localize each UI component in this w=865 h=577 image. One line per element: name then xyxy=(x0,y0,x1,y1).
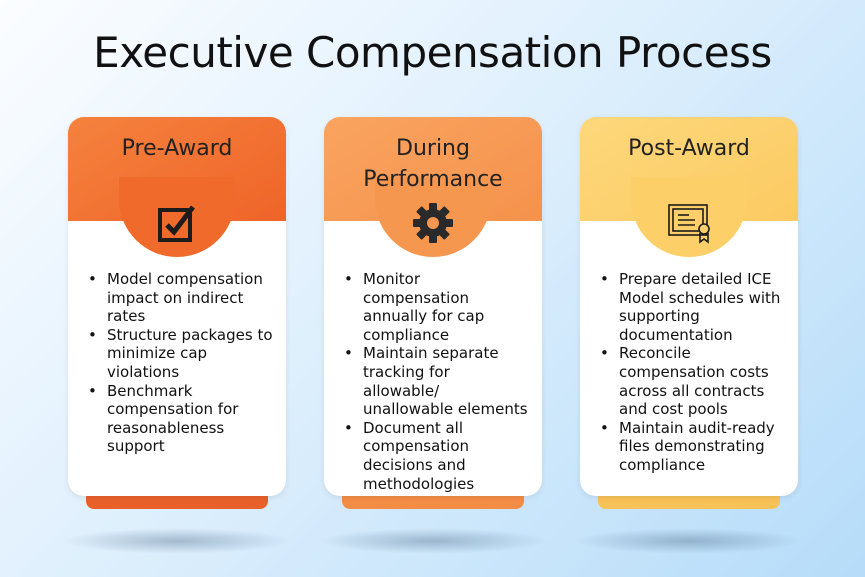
list-item: Maintain audit-ready files demonstrating… xyxy=(600,419,786,475)
list-item: Maintain separate tracking for allowable… xyxy=(344,344,530,418)
list-item: Benchmark compensation for reasonablenes… xyxy=(88,382,274,456)
gear-icon xyxy=(413,203,453,243)
list-item: Structure packages to minimize cap viola… xyxy=(88,326,274,382)
card-title: Pre-Award xyxy=(121,136,233,161)
card-post-award: Post-Award Prepare detailed ICE Model sc… xyxy=(580,117,798,509)
bullet-list: Model compensation impact on indirect ra… xyxy=(88,270,274,456)
list-item: Document all compensation decisions and … xyxy=(344,419,530,493)
list-item: Prepare detailed ICE Model schedules wit… xyxy=(600,270,786,344)
card-title: Post-Award xyxy=(628,136,750,161)
list-item: Reconcile compensation costs across all … xyxy=(600,344,786,418)
card-shadow xyxy=(318,528,548,554)
card-title: During Performance xyxy=(363,136,503,192)
checkbox-icon xyxy=(158,205,195,242)
card-shadow xyxy=(62,528,292,554)
page-title: Executive Compensation Process xyxy=(93,28,772,77)
card-pre-award: Pre-Award Model compensation impact on i… xyxy=(68,117,286,509)
card-during-performance: During Performance Monitor compensation … xyxy=(324,117,542,509)
list-item: Model compensation impact on indirect ra… xyxy=(88,270,274,326)
certificate-icon xyxy=(668,204,710,244)
card-shadow xyxy=(574,528,804,554)
bullet-list: Monitor compensation annually for cap co… xyxy=(344,270,530,493)
bullet-list: Prepare detailed ICE Model schedules wit… xyxy=(600,270,786,475)
list-item: Monitor compensation annually for cap co… xyxy=(344,270,530,344)
